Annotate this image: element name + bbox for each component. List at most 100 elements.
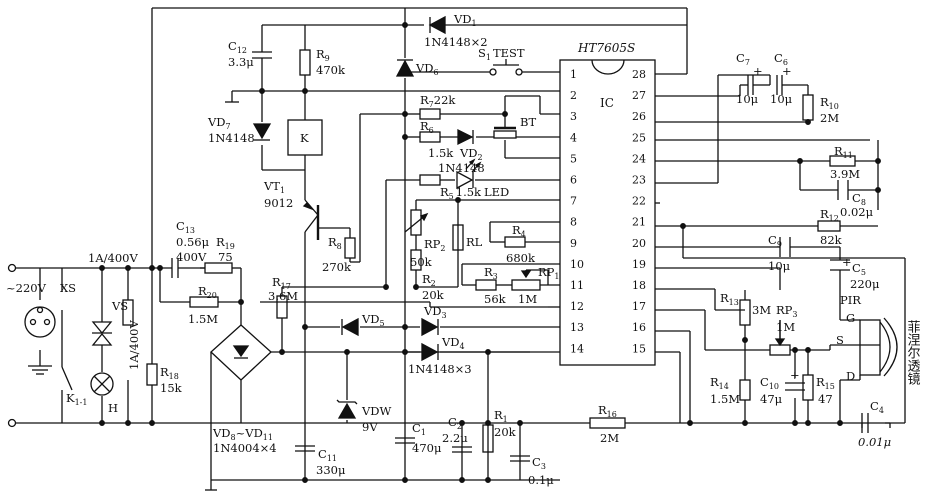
ac-terminal-bottom — [7, 418, 17, 428]
potentiometer-rp2[interactable] — [404, 209, 429, 236]
label-r10-val: 2M — [820, 111, 839, 125]
label-c5: C5 — [852, 261, 866, 277]
label-r12: R12 — [820, 207, 839, 223]
diode-vd1 — [428, 15, 446, 35]
capacitor-c3 — [510, 455, 530, 462]
ground-bottom — [205, 480, 217, 491]
label-pir-g: G — [846, 311, 855, 325]
ic-pin-5: 5 — [570, 152, 577, 165]
label-c6-val: 10μ — [770, 92, 793, 106]
capacitor-c2 — [452, 446, 472, 453]
photoresistor-rl — [452, 224, 464, 251]
resistor-r8 — [344, 237, 356, 259]
ic-pin-28: 28 — [632, 68, 646, 81]
label-r13-val: 3M — [752, 303, 771, 317]
potentiometer-rp1[interactable] — [511, 270, 541, 291]
resistor-r14 — [739, 379, 751, 401]
ic-ht7605s — [559, 59, 656, 366]
resistor-r9 — [299, 49, 311, 76]
label-r2-val: 20k — [422, 288, 445, 302]
label-fuse2: 1A/400V — [127, 320, 141, 370]
resistor-r12 — [817, 220, 841, 232]
ic-pin-17: 17 — [632, 300, 646, 313]
label-vs: VS — [111, 299, 128, 313]
ic-pin-16: 16 — [632, 321, 646, 334]
diac-vs — [91, 321, 113, 346]
lamp-h — [90, 372, 114, 396]
junctions — [99, 22, 881, 483]
label-r11: R11 — [834, 144, 853, 160]
ic-pin-23: 23 — [632, 174, 646, 187]
label-rp3-val: 1M — [776, 320, 795, 334]
label-c12-val: 3.3μ — [228, 55, 254, 69]
label-pir: PIR — [840, 293, 861, 307]
ic-pin-3: 3 — [570, 110, 577, 123]
capacitor-c11 — [295, 445, 315, 452]
pir-sensor — [859, 317, 898, 377]
label-r18-val: 15k — [160, 381, 183, 395]
ic-pin-27: 27 — [632, 89, 646, 102]
label-led: LED — [484, 185, 509, 199]
diode-vd4 — [421, 342, 439, 362]
label-c11-val: 330μ — [316, 463, 346, 477]
label-r4-val: 680k — [506, 251, 536, 265]
label-xs: XS — [60, 281, 76, 295]
label-vd4: VD4 — [441, 335, 465, 351]
label-r16: R16 — [598, 403, 617, 419]
ic-pin-26: 26 — [632, 110, 646, 123]
label-c2: C2 — [448, 415, 462, 431]
label-c13-val1: 0.56μ — [176, 235, 210, 249]
ic-pin-15: 15 — [632, 342, 646, 355]
label-r12-val: 82k — [820, 233, 843, 247]
label-vd2-val: 1N4148 — [438, 161, 485, 175]
resistor-r7 — [419, 108, 441, 120]
ic-pin-4: 4 — [570, 131, 577, 144]
label-r2: R2 — [422, 272, 436, 288]
label-c7: C7 — [736, 51, 750, 67]
resistor-r16 — [589, 417, 626, 429]
label-vd2: VD2 — [459, 146, 483, 162]
ic-pin-12: 12 — [570, 300, 584, 313]
resistor-r5 — [419, 174, 441, 186]
label-r15-val: 47 — [818, 392, 833, 406]
ic-pin-13: 13 — [570, 321, 584, 334]
ic-pin-22: 22 — [632, 195, 646, 208]
label-c13: C13 — [176, 219, 195, 235]
label-c6-plus: + — [782, 64, 792, 78]
capacitor-c9 — [779, 237, 791, 257]
label-vd345-val: 1N4148×3 — [408, 362, 472, 376]
bridge-rectifier — [210, 324, 272, 423]
label-c3-val: 0.1μ — [528, 473, 554, 487]
label-vd12-val: 1N4148×2 — [424, 35, 488, 49]
label-c1-val: 470μ — [412, 441, 442, 455]
label-c5-val: 220μ — [850, 277, 880, 291]
label-rl: RL — [466, 235, 483, 249]
label-c10-val: 47μ — [760, 392, 783, 406]
label-r8-val: 270k — [322, 260, 352, 274]
label-rp2-val: 50k — [410, 255, 433, 269]
ac-terminal-top — [7, 263, 17, 273]
label-c10: C10 — [760, 375, 779, 391]
label-vd6: VD6 — [415, 61, 439, 77]
resistor-r11 — [829, 155, 856, 167]
label-k11: K1-1 — [66, 391, 87, 407]
resistor-r20 — [189, 296, 219, 308]
capacitor-c4 — [861, 413, 869, 433]
label-r11-val: 3.9M — [830, 167, 860, 181]
switch-s1-test[interactable] — [489, 59, 523, 76]
label-r18: R18 — [160, 365, 179, 381]
label-ac: ~220V — [6, 281, 47, 295]
resistor-r10 — [802, 94, 814, 121]
diode-vd2 — [457, 128, 474, 146]
label-r19-val: 75 — [218, 250, 233, 264]
diode-vd3 — [421, 317, 439, 337]
label-r7: R722k — [420, 93, 456, 109]
capacitor-c13 — [171, 258, 205, 278]
label-r14: R14 — [710, 375, 729, 391]
label-bridge: VD8~VD11 — [212, 426, 273, 442]
label-r8: R8 — [328, 235, 342, 251]
potentiometer-rp3[interactable] — [769, 320, 791, 356]
